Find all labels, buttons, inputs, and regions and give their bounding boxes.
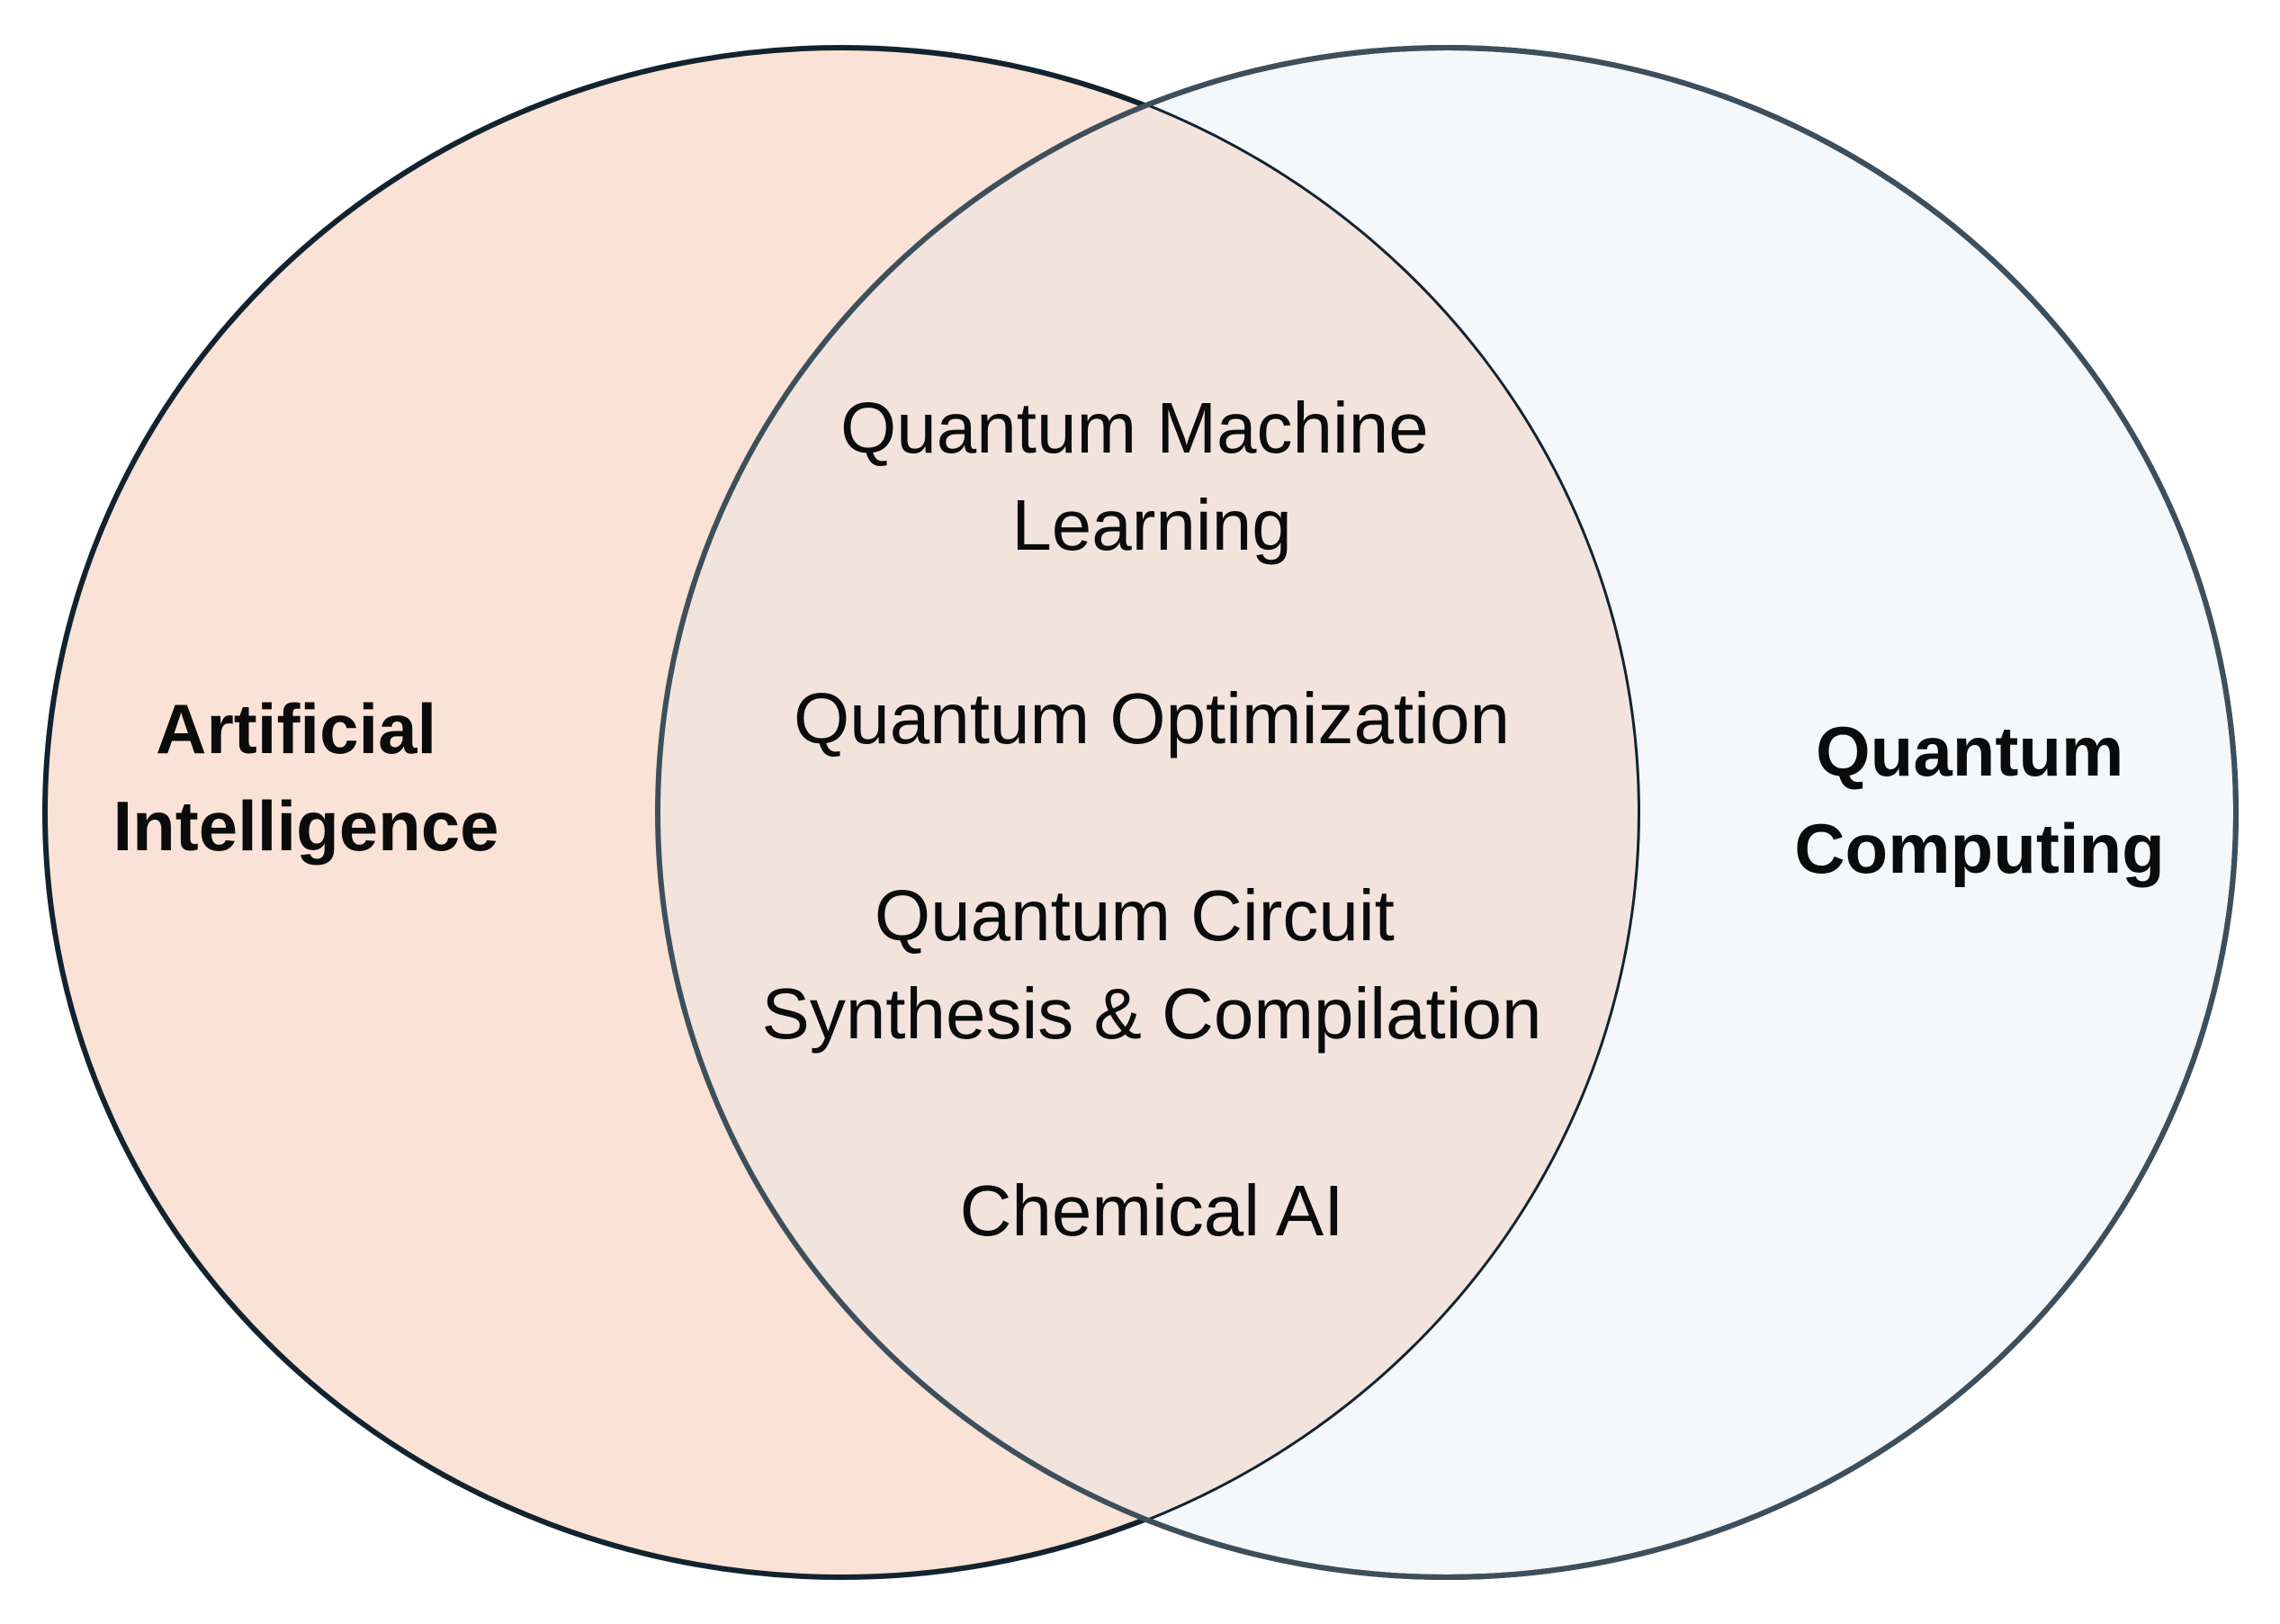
overlap-item-line: Synthesis & Compilation bbox=[761, 974, 1541, 1054]
quantum-computing-label-line-2: Computing bbox=[1794, 809, 2165, 888]
quantum-computing-label-line-1: Quantum bbox=[1816, 712, 2123, 791]
overlap-item-line: Quantum Optimization bbox=[794, 678, 1510, 758]
overlap-item-quantum-optimization: Quantum Optimization bbox=[794, 678, 1510, 758]
overlap-item-chemical-ai: Chemical AI bbox=[960, 1171, 1344, 1251]
artificial-intelligence-label-line-2: Intelligence bbox=[112, 786, 498, 866]
overlap-item-quantum-circuit-synthesis: Quantum Circuit Synthesis & Compilation bbox=[761, 875, 1541, 1054]
overlap-item-quantum-machine-learning: Quantum Machine Learning bbox=[840, 388, 1449, 565]
overlap-item-line: Quantum Circuit bbox=[875, 875, 1395, 956]
overlap-item-line: Chemical AI bbox=[960, 1171, 1344, 1251]
quantum-computing-label: Quantum Computing bbox=[1794, 712, 2165, 888]
overlap-item-line: Quantum Machine bbox=[840, 388, 1429, 468]
quantum-computing-circle-outline bbox=[655, 45, 2239, 1580]
artificial-intelligence-label-line-1: Artificial bbox=[156, 689, 436, 768]
overlap-item-line: Learning bbox=[1011, 485, 1291, 565]
intersection-region bbox=[658, 48, 1638, 1577]
artificial-intelligence-label: Artificial Intelligence bbox=[112, 689, 498, 866]
